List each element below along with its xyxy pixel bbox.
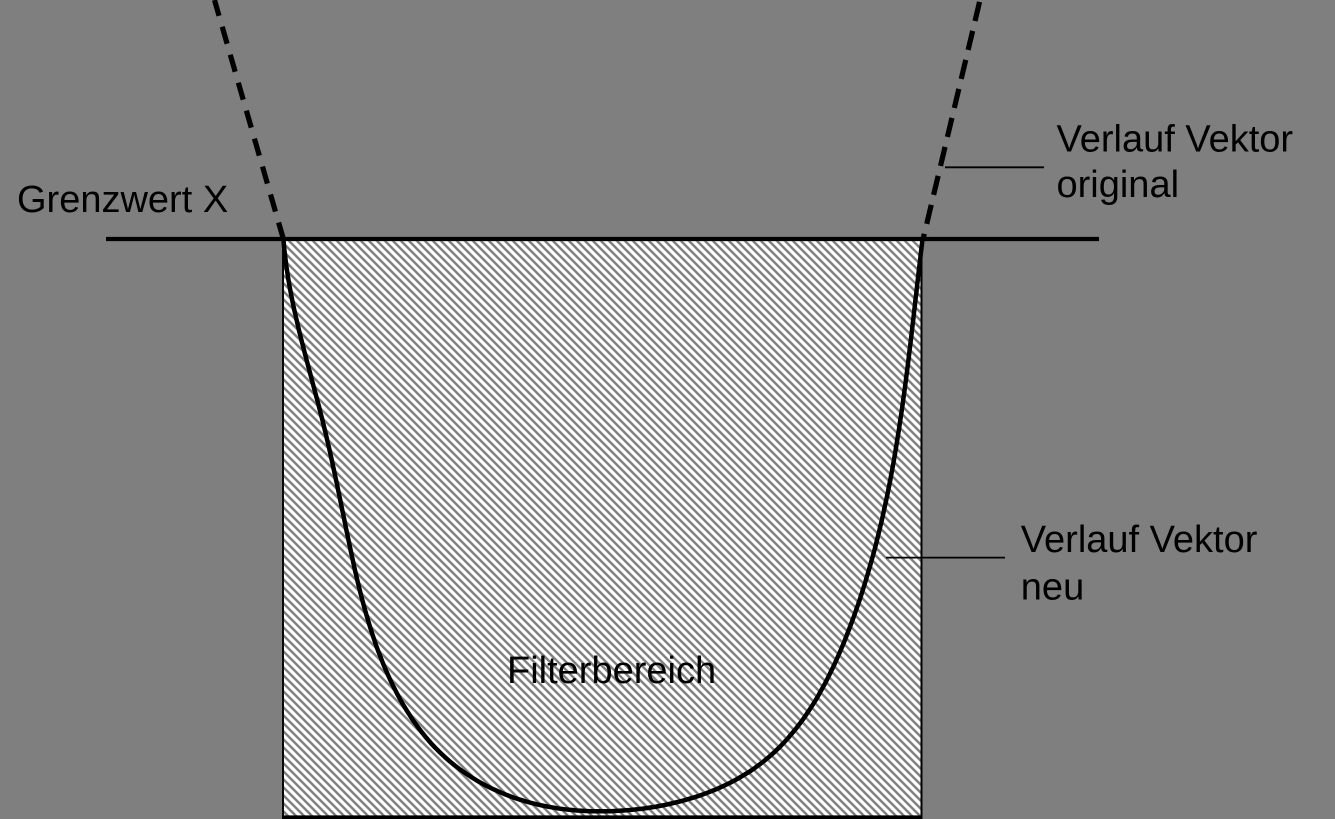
svg-text:Verlauf Vektor: Verlauf Vektor bbox=[1057, 119, 1294, 161]
svg-text:original: original bbox=[1057, 164, 1180, 206]
svg-text:Verlauf Vektor: Verlauf Vektor bbox=[1021, 519, 1258, 561]
svg-text:Grenzwert X: Grenzwert X bbox=[17, 179, 228, 221]
svg-text:neu: neu bbox=[1021, 566, 1084, 608]
svg-text:Filterbereich: Filterbereich bbox=[507, 650, 716, 692]
